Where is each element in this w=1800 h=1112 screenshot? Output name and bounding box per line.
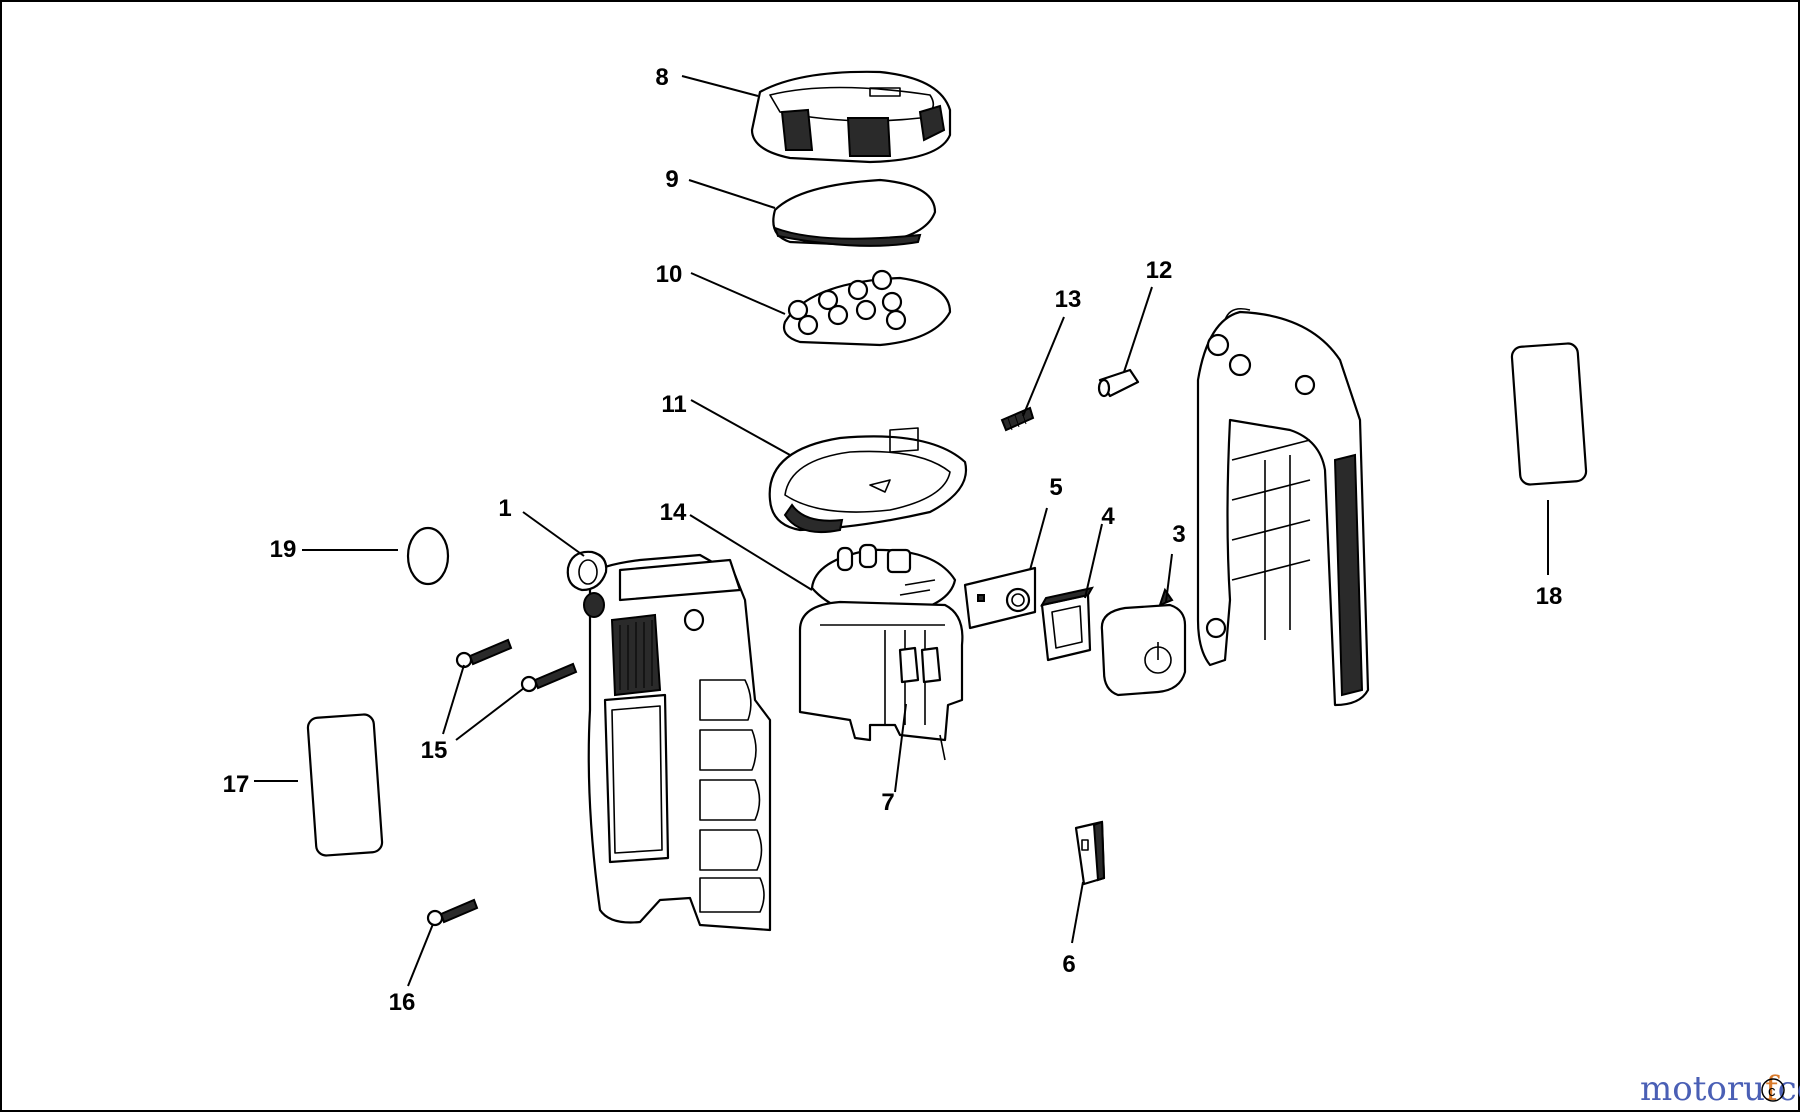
callout-15: 15 (421, 737, 448, 764)
callout-11: 11 (661, 391, 686, 418)
part-16-screw (426, 898, 479, 927)
part-11-reflector (768, 427, 968, 534)
callout-10: 10 (656, 261, 683, 288)
watermark-brand-a: motoru (1640, 1069, 1765, 1109)
callout-4: 4 (1101, 503, 1115, 530)
part-13-spring (1000, 406, 1035, 432)
callout-14: 14 (660, 499, 687, 526)
watermark-suffix: ce (1778, 1069, 1800, 1109)
part-15-screw-b (520, 662, 578, 693)
part-5-switch (963, 566, 1037, 630)
callout-17: 17 (223, 771, 250, 798)
part-8-bezel (750, 70, 952, 164)
callout-16: 16 (389, 989, 416, 1016)
part-1-front-housing (566, 550, 772, 932)
watermark-c-icon (1761, 1078, 1785, 1102)
callout-labels: 8 9 10 11 14 1 13 12 5 4 3 7 6 19 15 16 … (223, 64, 1563, 1016)
part-4-switch-frame (1040, 586, 1094, 662)
part-15-screw-a (455, 638, 513, 669)
part-7-battery-holder (798, 600, 964, 761)
callout-1: 1 (498, 495, 511, 522)
part-10-led-board (782, 269, 952, 347)
part-3-power-button (1100, 587, 1187, 697)
callout-18: 18 (1536, 583, 1563, 610)
callout-13: 13 (1055, 286, 1082, 313)
leader-lines (254, 75, 1549, 987)
callout-12: 12 (1146, 257, 1173, 284)
callout-5: 5 (1049, 474, 1062, 501)
callout-19: 19 (270, 536, 297, 563)
part-6-clip (1074, 820, 1106, 886)
watermark: motorufce c (1640, 1069, 1800, 1109)
callout-8: 8 (655, 64, 668, 91)
callout-9: 9 (665, 166, 678, 193)
svg-text:c: c (1768, 1083, 1776, 1100)
part-9-lens (772, 178, 937, 247)
part-18-label (1510, 342, 1588, 486)
svg-text:motorufce: motorufce (1640, 1069, 1800, 1109)
part-12-pin (1097, 368, 1140, 398)
part-2-rear-housing (1196, 307, 1370, 707)
callout-3: 3 (1172, 521, 1185, 548)
callout-6: 6 (1062, 951, 1075, 978)
part-17-label (306, 713, 384, 857)
callout-7: 7 (881, 789, 894, 816)
part-19-disc (406, 526, 450, 586)
